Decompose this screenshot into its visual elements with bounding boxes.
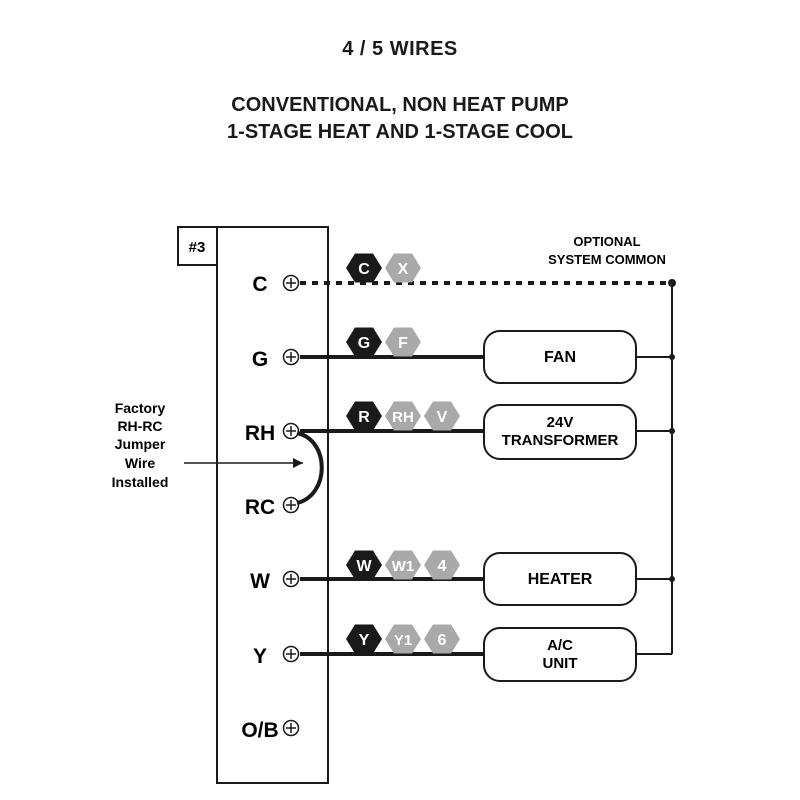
diagram-number-box	[177, 226, 218, 266]
diagram-subtitle-line1: CONVENTIONAL, NON HEAT PUMP	[231, 94, 569, 116]
terminal-label-c: C	[252, 273, 267, 296]
wire-code-text: R	[358, 409, 370, 426]
screw-terminal-y	[282, 645, 300, 663]
wire-code-text: 4	[438, 558, 447, 575]
wire-code-text: Y1	[394, 632, 412, 649]
terminal-label-y: Y	[253, 645, 267, 668]
ac-label-line1: A/C	[547, 637, 573, 654]
diagram-title: 4 / 5 WIRES	[342, 38, 458, 60]
terminal-label-w: W	[250, 570, 270, 593]
wire-code-text: F	[398, 335, 408, 352]
terminal-label-g: G	[252, 348, 268, 371]
screw-terminal-g	[282, 348, 300, 366]
heater-label: HEATER	[528, 571, 593, 588]
wire-code-badge-w-0: W	[346, 550, 382, 580]
wire-code-badge-rh-1: RH	[385, 401, 421, 431]
screw-terminal-rh	[282, 422, 300, 440]
optional-label-line2: SYSTEM COMMON	[548, 252, 666, 267]
rh-rc-jumper-wire	[296, 431, 324, 505]
wire-code-text: RH	[392, 409, 414, 426]
wire-code-text: Y	[359, 632, 370, 649]
wire-code-text: C	[358, 261, 370, 278]
transformer-label-line1: 24V	[547, 414, 574, 431]
wire-code-text: G	[358, 335, 370, 352]
ac-unit-box	[483, 627, 637, 682]
diagram-subtitle-line2: 1-STAGE HEAT AND 1-STAGE COOL	[227, 121, 573, 143]
jumper-note-line3: Jumper	[115, 436, 166, 452]
wire-code-badge-y-0: Y	[346, 624, 382, 654]
diagram-number: #3	[189, 239, 206, 256]
wire-code-text: 6	[438, 632, 447, 649]
transformer-label-line2: TRANSFORMER	[502, 432, 619, 449]
wire-code-badge-g-0: G	[346, 327, 382, 357]
wire-code-badge-w-2: 4	[424, 550, 460, 580]
wire-code-badge-rh-0: R	[346, 401, 382, 431]
wire-code-badge-y-1: Y1	[385, 624, 421, 654]
fan-label: FAN	[544, 349, 576, 366]
transformer-box	[483, 404, 637, 460]
jumper-note-line5: Installed	[112, 474, 169, 490]
optional-label-line1: OPTIONAL	[573, 234, 640, 249]
heater-box	[483, 552, 637, 606]
wire-code-text: X	[398, 261, 409, 278]
wire-code-text: W1	[392, 558, 415, 575]
wire-code-badge-w-1: W1	[385, 550, 421, 580]
screw-terminal-ob	[282, 719, 300, 737]
jumper-note-line4: Wire	[125, 455, 155, 471]
terminal-label-rh: RH	[245, 422, 275, 445]
screw-terminal-rc	[282, 496, 300, 514]
jumper-note-line1: Factory	[115, 400, 166, 416]
wire-code-text: V	[437, 409, 448, 426]
screw-terminal-c	[282, 274, 300, 292]
wire-code-badge-c-0: C	[346, 253, 382, 283]
terminal-block	[216, 226, 329, 784]
wire-code-badge-y-2: 6	[424, 624, 460, 654]
wire-code-badge-g-1: F	[385, 327, 421, 357]
screw-terminal-w	[282, 570, 300, 588]
fan-box	[483, 330, 637, 384]
terminal-label-rc: RC	[245, 496, 275, 519]
ac-label-line2: UNIT	[543, 655, 578, 672]
jumper-arrow-head	[293, 458, 303, 468]
wire-code-text: W	[356, 558, 372, 575]
wire-code-badge-c-1: X	[385, 253, 421, 283]
wire-code-badge-rh-2: V	[424, 401, 460, 431]
jumper-note-line2: RH-RC	[117, 418, 162, 434]
terminal-label-ob: O/B	[241, 719, 278, 742]
